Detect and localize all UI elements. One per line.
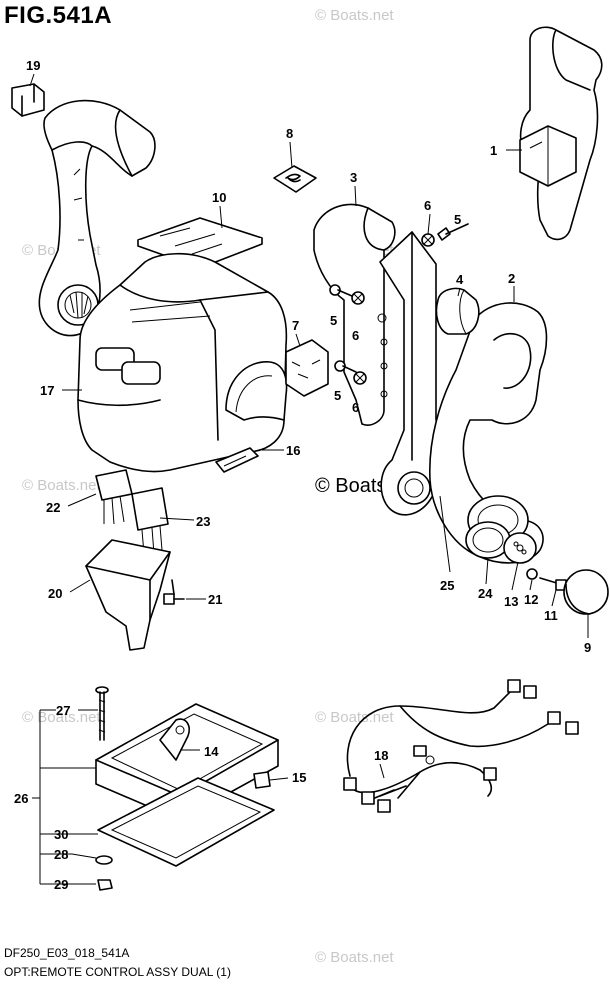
watermark: © Boats.net (22, 477, 101, 494)
callout-9: 9 (584, 640, 591, 655)
callout-29: 29 (54, 877, 68, 892)
part-12-washer (526, 568, 538, 580)
callout-5-top: 5 (454, 212, 461, 227)
figure-code: DF250_E03_018_541A (4, 946, 130, 960)
part-9-cap (563, 569, 609, 615)
callout-22: 22 (46, 500, 60, 515)
callout-18: 18 (374, 748, 388, 763)
callout-13: 13 (504, 594, 518, 609)
part-23-connector (131, 487, 169, 555)
part-16-plate (215, 447, 259, 473)
callout-21: 21 (208, 592, 222, 607)
callout-20: 20 (48, 586, 62, 601)
watermark: © Boats.net (315, 7, 394, 24)
figure-description: OPT:REMOTE CONTROL ASSY DUAL (1) (4, 965, 231, 979)
fastener-6-mid (351, 291, 365, 305)
part-25-arm (379, 231, 444, 516)
part-13-disc (503, 532, 537, 564)
callout-24: 24 (478, 586, 493, 601)
fastener-6-low (353, 371, 367, 385)
part-11-screw (539, 577, 567, 591)
callout-26: 26 (14, 791, 28, 806)
callout-4: 4 (456, 272, 464, 287)
watermark: © Boats.net (315, 949, 394, 966)
callout-8: 8 (286, 126, 293, 141)
fastener-5-top (437, 223, 469, 241)
part-3-side-cover (313, 203, 396, 426)
part-28-washer (95, 855, 113, 865)
part-27-bolt (95, 686, 109, 741)
part-21-screw (163, 579, 185, 605)
callout-11: 11 (544, 608, 558, 623)
watermark: © Boats.net (315, 709, 394, 726)
part-19-cap (11, 83, 45, 117)
callout-15: 15 (292, 770, 306, 785)
part-7-bracket (285, 339, 329, 397)
callout-14: 14 (204, 744, 219, 759)
callout-6-top: 6 (424, 198, 431, 213)
part-4-knob (435, 287, 480, 335)
callout-25: 25 (440, 578, 454, 593)
callout-17: 17 (40, 383, 54, 398)
callout-10: 10 (212, 190, 226, 205)
part-30-gasket (97, 777, 275, 867)
callout-6-low: 6 (352, 400, 359, 415)
callout-3: 3 (350, 170, 357, 185)
callout-27: 27 (56, 703, 70, 718)
fastener-6-top (421, 233, 435, 247)
callout-5-low: 5 (334, 388, 341, 403)
callout-30: 30 (54, 827, 68, 842)
part-17-cover (77, 252, 288, 473)
part-26-base (95, 703, 279, 821)
callout-28: 28 (54, 847, 68, 862)
watermark: © Boats.net (22, 709, 101, 726)
fastener-5-low (334, 360, 357, 373)
callout-5-mid: 5 (330, 313, 337, 328)
part-1-remote (519, 26, 603, 241)
callout-1: 1 (490, 143, 497, 158)
part-24-ring (465, 521, 511, 559)
callout-23: 23 (196, 514, 210, 529)
part-8-emblem (273, 165, 317, 193)
callout-7: 7 (292, 318, 299, 333)
callout-2: 2 (508, 271, 515, 286)
part-10-plate (137, 217, 263, 269)
part-control-lever (38, 99, 156, 337)
callout-numbers: 19 8 10 3 6 5 1 4 2 7 5 6 5 6 17 16 22 2… (14, 58, 591, 892)
callout-12: 12 (524, 592, 538, 607)
callout-6-mid: 6 (352, 328, 359, 343)
part-22-connector (95, 469, 133, 525)
callout-16: 16 (286, 443, 300, 458)
callout-19: 19 (26, 58, 40, 73)
part-18-harness (343, 679, 579, 813)
part-20-bracket (85, 539, 171, 651)
part-29-nut (97, 879, 113, 891)
fastener-5-mid (329, 284, 353, 297)
part-15-clip (253, 771, 271, 789)
leader-lines (29, 73, 589, 885)
figure-title: FIG.541A (4, 2, 113, 29)
